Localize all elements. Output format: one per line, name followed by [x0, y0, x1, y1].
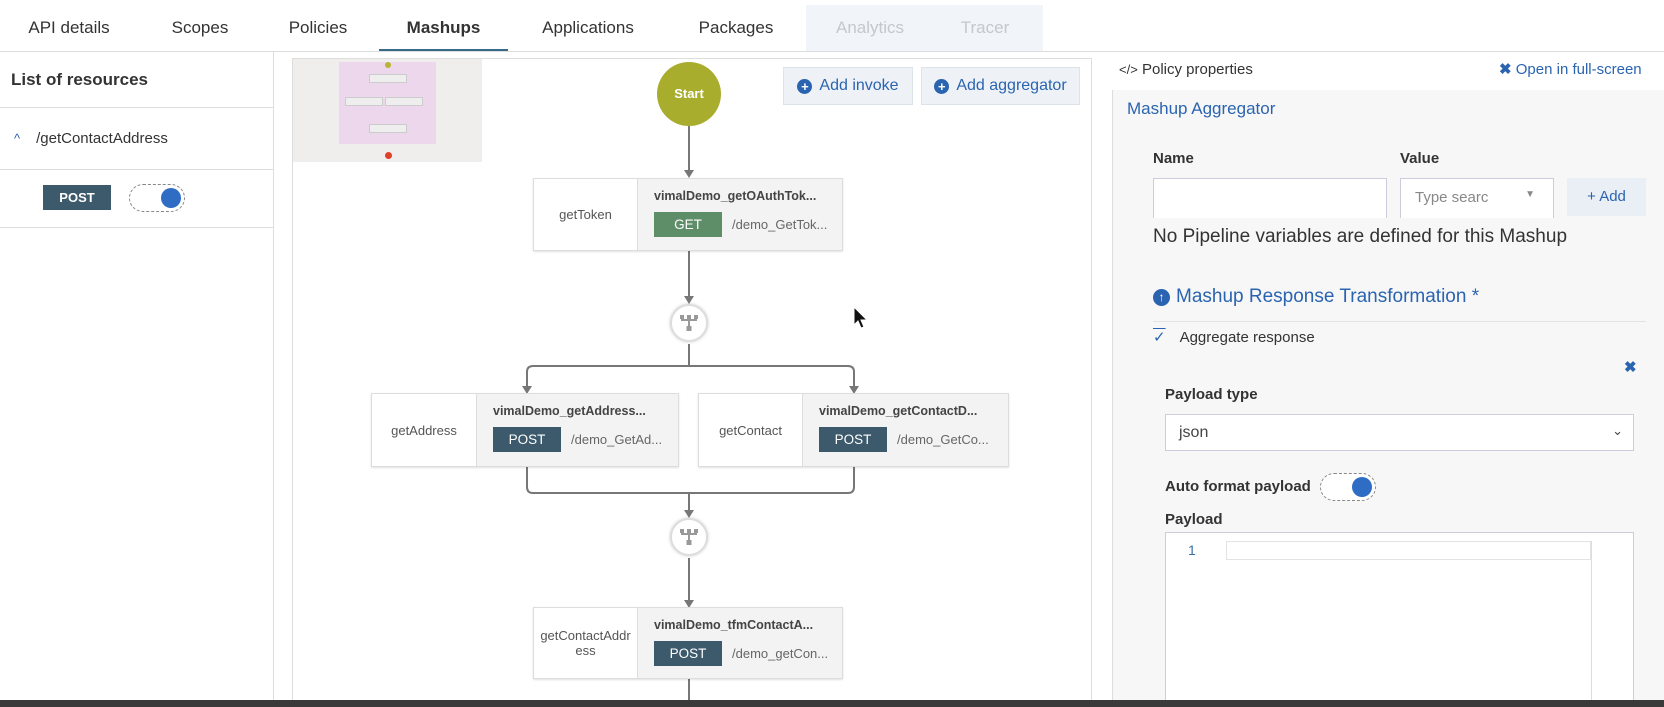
tab-policies[interactable]: Policies — [288, 18, 348, 37]
transformation-title: Mashup Response Transformation * — [1176, 286, 1480, 307]
empty-variables-message: No Pipeline variables are defined for th… — [1153, 226, 1568, 247]
method-badge: POST — [43, 185, 111, 210]
section-divider — [1153, 321, 1646, 322]
start-node[interactable]: Start — [657, 62, 721, 126]
node-path: /demo_getCon... — [732, 646, 829, 661]
section-title: Mashup Aggregator — [1127, 99, 1276, 118]
payload-editor[interactable]: 1 — [1165, 532, 1634, 702]
aggregator-icon — [680, 315, 698, 331]
add-aggregator-button[interactable]: + Add aggregator — [921, 67, 1080, 105]
payload-label: Payload — [1165, 511, 1223, 528]
chevron-down-icon: ⌄ — [1612, 423, 1623, 438]
method-badge: POST — [493, 427, 561, 452]
add-invoke-button[interactable]: + Add invoke — [783, 67, 913, 105]
node-service: vimalDemo_getContactD... — [819, 404, 978, 418]
resource-enabled-toggle[interactable] — [129, 184, 185, 212]
name-label: Name — [1153, 150, 1194, 167]
tab-api-details[interactable]: API details — [28, 18, 110, 37]
node-path: /demo_GetCo... — [897, 432, 989, 447]
auto-format-label: Auto format payload — [1165, 478, 1311, 495]
node-service: vimalDemo_getOAuthTok... — [654, 189, 817, 203]
code-icon: </> — [1119, 62, 1138, 77]
aggregator-node[interactable] — [670, 518, 708, 556]
properties-panel: Mashup Aggregator Name Value Type searc ▼… — [1112, 90, 1664, 702]
tab-applications[interactable]: Applications — [542, 18, 634, 37]
payload-type-label: Payload type — [1165, 386, 1258, 403]
arrow-up-circle-icon: ↑ — [1153, 288, 1170, 306]
tab-tracer: Tracer — [960, 18, 1010, 37]
node-path: /demo_GetTok... — [732, 217, 828, 232]
tab-mashups[interactable]: Mashups — [379, 0, 508, 51]
method-badge: GET — [654, 212, 722, 237]
mouse-cursor-icon — [853, 306, 869, 329]
method-badge: POST — [654, 641, 722, 666]
mashup-canvas[interactable] — [292, 58, 1092, 700]
resource-path: /getContactAddress — [36, 130, 168, 147]
value-label: Value — [1400, 150, 1440, 167]
disabled-tabs-bg — [806, 5, 1043, 51]
invoke-node[interactable]: getAddress vimalDemo_getAddress... POST /… — [371, 393, 679, 467]
node-service: vimalDemo_tfmContactA... — [654, 618, 814, 632]
policy-properties-header: </> Policy properties — [1119, 61, 1253, 78]
add-invoke-label: Add invoke — [819, 77, 899, 94]
sidebar-title: List of resources — [0, 52, 273, 108]
invoke-node[interactable]: getContact vimalDemo_getContactD... POST… — [698, 393, 1009, 467]
resource-method-row: POST — [0, 170, 273, 228]
resource-sidebar: List of resources ^ /getContactAddress P… — [0, 52, 274, 700]
expand-icon: ✖ — [1499, 61, 1512, 78]
node-service: vimalDemo_getAddress... — [493, 404, 646, 418]
tab-scopes[interactable]: Scopes — [171, 18, 229, 37]
auto-format-toggle[interactable] — [1320, 473, 1376, 501]
node-name: getContactAddress — [534, 608, 638, 678]
plus-circle-icon: + — [797, 78, 813, 94]
checkmark-icon: ✓ — [1153, 329, 1166, 346]
chevron-up-icon[interactable]: ^ — [14, 131, 21, 146]
header-label: Policy properties — [1141, 61, 1253, 78]
invoke-node[interactable]: getContactAddress vimalDemo_tfmContactA.… — [533, 607, 843, 679]
node-path: /demo_GetAd... — [571, 432, 663, 447]
aggregate-label: Aggregate response — [1179, 329, 1315, 346]
variable-name-input[interactable] — [1153, 178, 1387, 218]
add-aggregator-label: Add aggregator — [956, 77, 1067, 94]
tabs-divider — [0, 51, 1664, 52]
line-number: 1 — [1188, 542, 1196, 558]
minimap[interactable] — [293, 59, 482, 162]
tab-packages[interactable]: Packages — [698, 18, 774, 37]
variable-value-select[interactable]: Type searc ▼ — [1400, 178, 1554, 218]
payload-type-value: json — [1179, 424, 1209, 441]
node-name: getContact — [699, 394, 803, 466]
add-variable-button[interactable]: + Add — [1567, 178, 1646, 216]
node-name: getToken — [534, 179, 638, 250]
open-fullscreen-link[interactable]: ✖ Open in full-screen — [1499, 60, 1642, 78]
bottom-bar — [0, 700, 1664, 707]
method-badge: POST — [819, 427, 887, 452]
expand-editor-icon[interactable]: ✖ — [1624, 359, 1637, 376]
active-line — [1226, 541, 1591, 560]
plus-circle-icon: + — [934, 78, 950, 94]
transformation-toggle[interactable]: ↑ Mashup Response Transformation * — [1153, 286, 1479, 308]
fullscreen-label: Open in full-screen — [1515, 61, 1642, 78]
editor-scrollbar[interactable] — [1591, 541, 1592, 701]
payload-type-select[interactable]: json ⌄ — [1165, 414, 1634, 451]
value-placeholder: Type searc — [1415, 189, 1489, 206]
node-name: getAddress — [372, 394, 477, 466]
tab-analytics: Analytics — [835, 18, 905, 37]
aggregator-node[interactable] — [670, 304, 708, 342]
resource-item[interactable]: ^ /getContactAddress — [0, 108, 273, 170]
caret-down-icon: ▼ — [1525, 189, 1535, 200]
aggregator-icon — [680, 529, 698, 545]
aggregate-response-checkbox[interactable]: ✓ Aggregate response — [1153, 328, 1315, 346]
invoke-node[interactable]: getToken vimalDemo_getOAuthTok... GET/de… — [533, 178, 843, 251]
